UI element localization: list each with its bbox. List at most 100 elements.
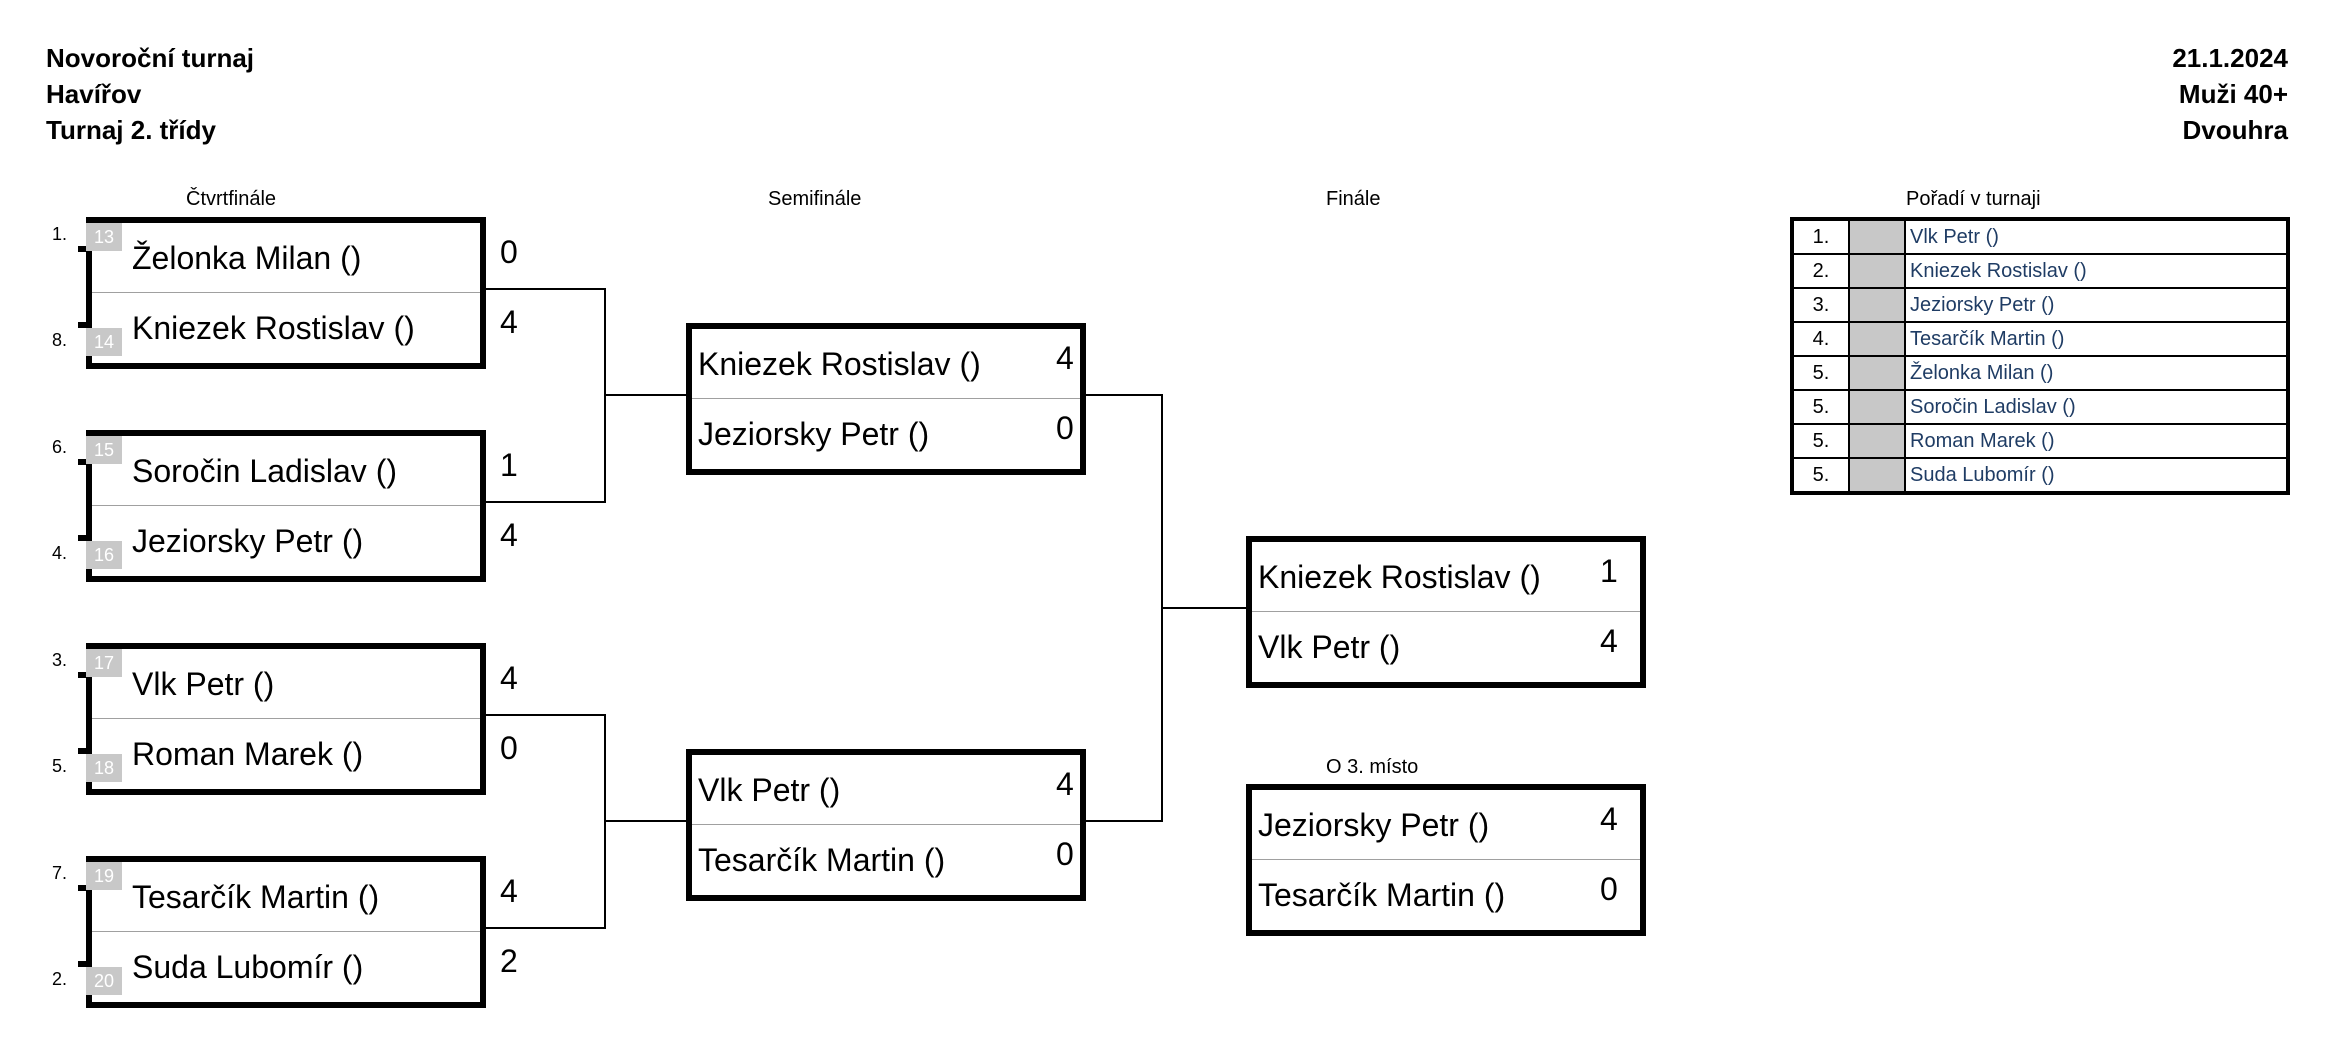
standings-name[interactable]: Vlk Petr () xyxy=(1904,218,2289,255)
standings-table: 1. Vlk Petr () 2. Kniezek Rostislav () 3… xyxy=(1790,217,2290,495)
seed-number: 13 xyxy=(86,223,122,251)
standings-name[interactable]: Jeziorsky Petr () xyxy=(1904,287,2289,323)
match-sf-2: Vlk Petr () Tesarčík Martin () xyxy=(686,749,1086,901)
match-score: 4 xyxy=(500,873,518,909)
standings-row: 5. Želonka Milan () xyxy=(1791,355,2289,391)
player-slot[interactable]: Tesarčík Martin () xyxy=(92,862,480,932)
match-score: 4 xyxy=(1056,340,1074,376)
standings-rank: 4. xyxy=(1791,321,1850,357)
standings-row: 1. Vlk Petr () xyxy=(1791,218,2289,255)
match-score: 1 xyxy=(500,447,518,483)
match-score: 4 xyxy=(500,517,518,553)
match-score: 4 xyxy=(1600,801,1618,837)
standings-rank: 1. xyxy=(1791,218,1850,255)
tournament-category: Muži 40+ xyxy=(2178,79,2288,109)
round-label-semifinal: Semifinále xyxy=(768,188,862,210)
match-score: 0 xyxy=(1056,836,1074,872)
seed-rank: 8. xyxy=(52,330,68,350)
tournament-discipline: Dvouhra xyxy=(2182,115,2288,145)
player-slot[interactable]: Jeziorsky Petr () xyxy=(1252,790,1640,860)
standings-rank: 5. xyxy=(1791,423,1850,459)
tournament-class: Turnaj 2. třídy xyxy=(46,115,216,145)
seed-number: 19 xyxy=(86,862,122,890)
player-slot[interactable]: Jeziorsky Petr () xyxy=(698,416,930,452)
standings-name[interactable]: Suda Lubomír () xyxy=(1904,457,2289,494)
standings-row: 2. Kniezek Rostislav () xyxy=(1791,253,2289,289)
player-slot[interactable]: Roman Marek () xyxy=(132,736,364,772)
seed-number: 14 xyxy=(86,328,122,356)
player-slot[interactable]: Jeziorsky Petr () xyxy=(132,523,364,559)
player-slot[interactable]: Tesarčík Martin () xyxy=(1258,877,1506,913)
tournament-meta: 21.1.2024 Muži 40+ Dvouhra xyxy=(1936,40,2288,148)
standings-rank: 3. xyxy=(1791,287,1850,323)
standings-rank: 5. xyxy=(1791,389,1850,425)
match-score: 1 xyxy=(1600,553,1618,589)
standings-name[interactable]: Kniezek Rostislav () xyxy=(1904,253,2289,289)
standings-shade xyxy=(1848,423,1906,459)
standings-shade xyxy=(1848,287,1906,323)
standings-shade xyxy=(1848,389,1906,425)
standings-row: 3. Jeziorsky Petr () xyxy=(1791,287,2289,323)
player-slot[interactable]: Kniezek Rostislav () xyxy=(692,329,1080,399)
match-score: 4 xyxy=(500,304,518,340)
match-score: 0 xyxy=(1056,410,1074,446)
standings-shade xyxy=(1848,218,1906,255)
standings-rank: 5. xyxy=(1791,457,1850,494)
match-score: 0 xyxy=(1600,871,1618,907)
tournament-date: 21.1.2024 xyxy=(2172,43,2288,73)
match-sf-1: Kniezek Rostislav () Jeziorsky Petr () xyxy=(686,323,1086,475)
seed-rank: 3. xyxy=(52,650,68,670)
standings-rank: 5. xyxy=(1791,355,1850,391)
player-slot[interactable]: Suda Lubomír () xyxy=(132,949,364,985)
standings-shade xyxy=(1848,321,1906,357)
standings-row: 5. Roman Marek () xyxy=(1791,423,2289,459)
seed-number: 18 xyxy=(86,754,122,782)
seed-number: 20 xyxy=(86,967,122,995)
standings-shade xyxy=(1848,253,1906,289)
match-score: 4 xyxy=(500,660,518,696)
standings-rank: 2. xyxy=(1791,253,1850,289)
player-slot[interactable]: Želonka Milan () xyxy=(92,223,480,293)
player-slot[interactable]: Tesarčík Martin () xyxy=(698,842,946,878)
player-slot[interactable]: Vlk Petr () xyxy=(692,755,1080,825)
match-qf-2: Soročin Ladislav () Jeziorsky Petr () xyxy=(86,430,486,582)
match-score: 0 xyxy=(500,234,518,270)
standings-name[interactable]: Soročin Ladislav () xyxy=(1904,389,2289,425)
seed-rank: 4. xyxy=(52,543,68,563)
seed-rank: 1. xyxy=(52,224,68,244)
seed-rank: 7. xyxy=(52,863,68,883)
match-qf-4: Tesarčík Martin () Suda Lubomír () xyxy=(86,856,486,1008)
seed-number: 15 xyxy=(86,436,122,464)
seed-rank: 2. xyxy=(52,969,68,989)
tournament-header: Novoroční turnaj Havířov Turnaj 2. třídy xyxy=(46,40,254,148)
match-score: 4 xyxy=(1600,623,1618,659)
player-slot[interactable]: Vlk Petr () xyxy=(1258,629,1401,665)
standings-shade xyxy=(1848,457,1906,494)
round-label-standings: Pořadí v turnaji xyxy=(1906,188,2041,210)
standings-name[interactable]: Roman Marek () xyxy=(1904,423,2289,459)
match-qf-1: Želonka Milan () Kniezek Rostislav () xyxy=(86,217,486,369)
standings-row: 5. Soročin Ladislav () xyxy=(1791,389,2289,425)
standings-row: 5. Suda Lubomír () xyxy=(1791,457,2289,494)
match-qf-3: Vlk Petr () Roman Marek () xyxy=(86,643,486,795)
match-final: Kniezek Rostislav () Vlk Petr () xyxy=(1246,536,1646,688)
standings-name[interactable]: Želonka Milan () xyxy=(1904,355,2289,391)
standings-row: 4. Tesarčík Martin () xyxy=(1791,321,2289,357)
standings-shade xyxy=(1848,355,1906,391)
seed-number: 17 xyxy=(86,649,122,677)
round-label-final: Finále xyxy=(1326,188,1381,210)
player-slot[interactable]: Soročin Ladislav () xyxy=(92,436,480,506)
match-score: 4 xyxy=(1056,766,1074,802)
round-label-third-place: O 3. místo xyxy=(1326,756,1419,778)
seed-rank: 6. xyxy=(52,437,68,457)
match-third-place: Jeziorsky Petr () Tesarčík Martin () xyxy=(1246,784,1646,936)
player-slot[interactable]: Vlk Petr () xyxy=(92,649,480,719)
tournament-title: Novoroční turnaj xyxy=(46,43,255,73)
player-slot[interactable]: Kniezek Rostislav () xyxy=(132,310,415,346)
round-label-quarterfinal: Čtvrtfinále xyxy=(186,188,277,210)
seed-number: 16 xyxy=(86,541,122,569)
tournament-city: Havířov xyxy=(46,79,142,109)
standings-name[interactable]: Tesarčík Martin () xyxy=(1904,321,2289,357)
match-score: 2 xyxy=(500,943,518,979)
player-slot[interactable]: Kniezek Rostislav () xyxy=(1252,542,1640,612)
